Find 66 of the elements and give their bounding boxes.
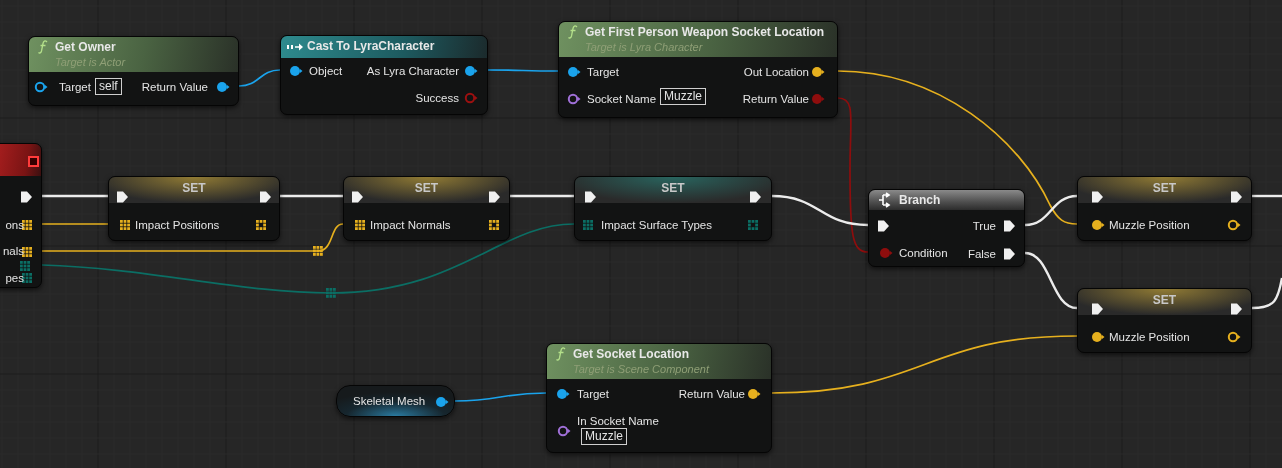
node-title: Branch bbox=[899, 193, 941, 207]
wire bbox=[41, 223, 109, 225]
set-node bbox=[1077, 176, 1252, 241]
pin-label: Return Value bbox=[742, 92, 809, 106]
wire bbox=[510, 194, 574, 198]
wire bbox=[1251, 277, 1282, 310]
wire bbox=[771, 194, 869, 227]
pin-label: False bbox=[967, 247, 996, 261]
pin-label: Target bbox=[59, 80, 91, 94]
wire bbox=[1252, 194, 1282, 198]
wire bbox=[487, 69, 559, 72]
set-node bbox=[1077, 288, 1252, 353]
pin-label: Impact Positions bbox=[135, 218, 220, 232]
variable-node bbox=[336, 385, 455, 417]
wire bbox=[454, 392, 547, 402]
function-node bbox=[28, 36, 239, 106]
node-title: Get Owner bbox=[55, 40, 116, 54]
pin-label: nals bbox=[2, 244, 24, 258]
pin-label: Target bbox=[587, 65, 619, 79]
set-node bbox=[574, 176, 772, 241]
wire bbox=[1024, 251, 1078, 310]
wire bbox=[1024, 194, 1078, 227]
node-title: SET bbox=[661, 181, 685, 195]
cast-node bbox=[280, 35, 488, 115]
pin-label: Object bbox=[309, 64, 343, 78]
wire bbox=[837, 70, 1078, 225]
default-value-field: Muzzle bbox=[660, 88, 706, 105]
pin-label: Impact Normals bbox=[370, 218, 451, 232]
function-node bbox=[546, 343, 772, 453]
pin-label: Socket Name bbox=[587, 92, 657, 106]
wire bbox=[771, 335, 1078, 394]
pin-label: Return Value bbox=[678, 387, 745, 401]
pin-label: ons bbox=[5, 218, 24, 232]
event-node bbox=[0, 143, 42, 288]
pin-label: Skeletal Mesh bbox=[353, 394, 426, 408]
node-title: SET bbox=[1152, 181, 1177, 195]
branch-node bbox=[868, 189, 1025, 267]
wire bbox=[42, 194, 108, 198]
pin-label: Condition bbox=[899, 246, 948, 260]
wire bbox=[41, 223, 344, 252]
wire bbox=[238, 69, 281, 87]
pin-label: True bbox=[972, 219, 996, 233]
node-title: SET bbox=[414, 181, 439, 195]
wire bbox=[837, 97, 869, 253]
node-title: Get Socket Location bbox=[573, 347, 690, 361]
default-value-field: self bbox=[95, 78, 122, 95]
default-value-field: Muzzle bbox=[581, 428, 627, 445]
function-node bbox=[558, 21, 838, 118]
wire bbox=[41, 223, 575, 294]
set-node bbox=[343, 176, 510, 241]
pin-label: Target bbox=[577, 387, 609, 401]
pin-label: Muzzle Position bbox=[1109, 218, 1190, 232]
pin-label: As Lyra Character bbox=[366, 64, 459, 78]
pin-label: Success bbox=[415, 91, 459, 105]
wire bbox=[280, 194, 343, 198]
pin-label: pes bbox=[5, 271, 24, 285]
node-title: SET bbox=[1152, 293, 1177, 307]
node-title: SET bbox=[182, 181, 206, 195]
pin-label: Muzzle Position bbox=[1109, 330, 1190, 344]
node-title: Cast To LyraCharacter bbox=[307, 39, 435, 53]
pin-label: In Socket Name bbox=[577, 414, 659, 428]
node-title: Get First Person Weapon Socket Location bbox=[585, 25, 825, 39]
pin-label: Out Location bbox=[743, 65, 809, 79]
pin-label: Impact Surface Types bbox=[601, 218, 712, 232]
set-node bbox=[108, 176, 280, 241]
pin-label: Return Value bbox=[141, 80, 208, 94]
